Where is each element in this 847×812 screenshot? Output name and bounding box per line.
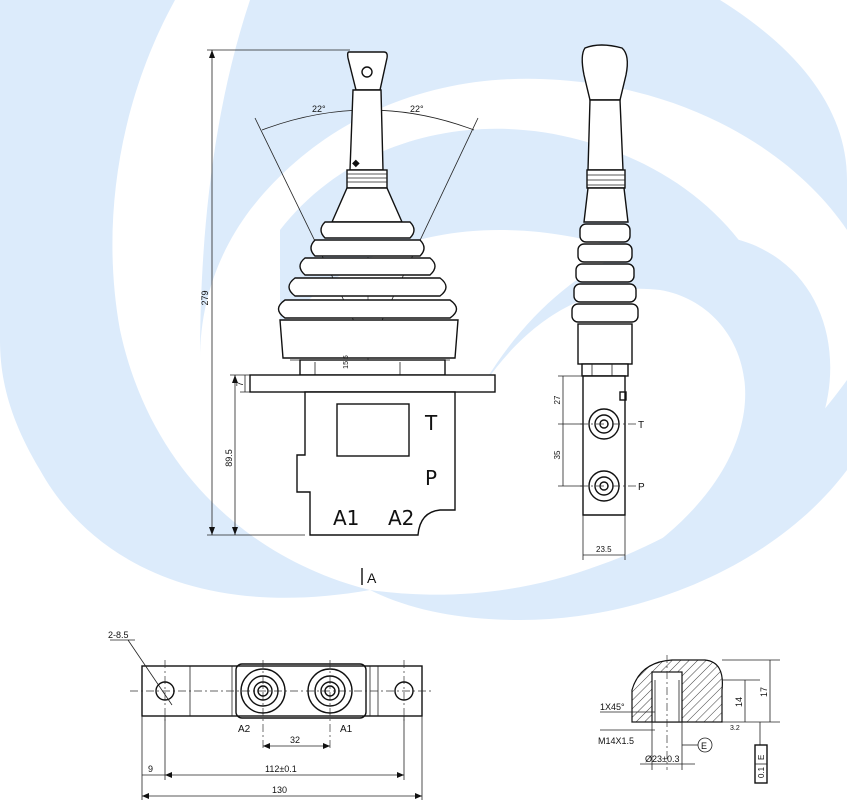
dim-35: 35 (553, 450, 562, 459)
roughness-label: 3.2 (730, 725, 740, 732)
tolerance-datum: E (757, 755, 766, 760)
side-width-dim: 23.5 (596, 545, 612, 554)
edge-dim: 9 (148, 764, 153, 774)
datum-label: E (701, 741, 707, 751)
port-detail-view: 1X45° M14X1.5 Ø23±0.3 E 3.2 14 17 0.1 E (598, 655, 780, 784)
bottom-port-a2-label: A2 (238, 724, 251, 735)
depth-14-dim: 14 (734, 697, 744, 707)
angle-left-label: 22° (312, 104, 326, 114)
section-marker: A (361, 568, 377, 586)
port-a2-label: A2 (388, 506, 414, 530)
flange-dim: 7 (235, 381, 245, 386)
hole-pitch-dim: 112±0.1 (265, 764, 297, 774)
bottom-view: 2-8.5 A2 A1 32 9 112±0.1 130 (108, 630, 432, 800)
spacing-dim: 32 (290, 735, 300, 745)
port-t-label: T (424, 411, 438, 435)
port-p-label: P (425, 466, 437, 490)
angle-right-label: 22° (410, 104, 424, 114)
overall-width-dim: 130 (272, 785, 287, 795)
base-height-dim: 89.5 (224, 449, 234, 467)
front-view: 279 89.5 7 22° 22° ◆ (200, 49, 496, 536)
section-label: A (367, 570, 377, 586)
pivot-dim: 15.5 (343, 355, 350, 369)
thread-label: M14X1.5 (598, 736, 634, 746)
side-view: T P 27 35 23.5 (553, 44, 645, 560)
side-port-t-label: T (638, 420, 644, 431)
bore-dim: Ø23±0.3 (645, 754, 679, 764)
tolerance-value: 0.1 (757, 766, 766, 778)
chamfer-label: 1X45° (600, 702, 625, 712)
bottom-port-a1-label: A1 (340, 724, 353, 735)
holes-label: 2-8.5 (108, 630, 129, 640)
depth-17-dim: 17 (759, 687, 769, 697)
overall-height-dim: 279 (200, 290, 210, 305)
dim-27: 27 (553, 395, 562, 404)
port-a1-label: A1 (333, 506, 359, 530)
side-port-p-label: P (638, 482, 645, 493)
handle-marker-icon: ◆ (352, 158, 360, 169)
